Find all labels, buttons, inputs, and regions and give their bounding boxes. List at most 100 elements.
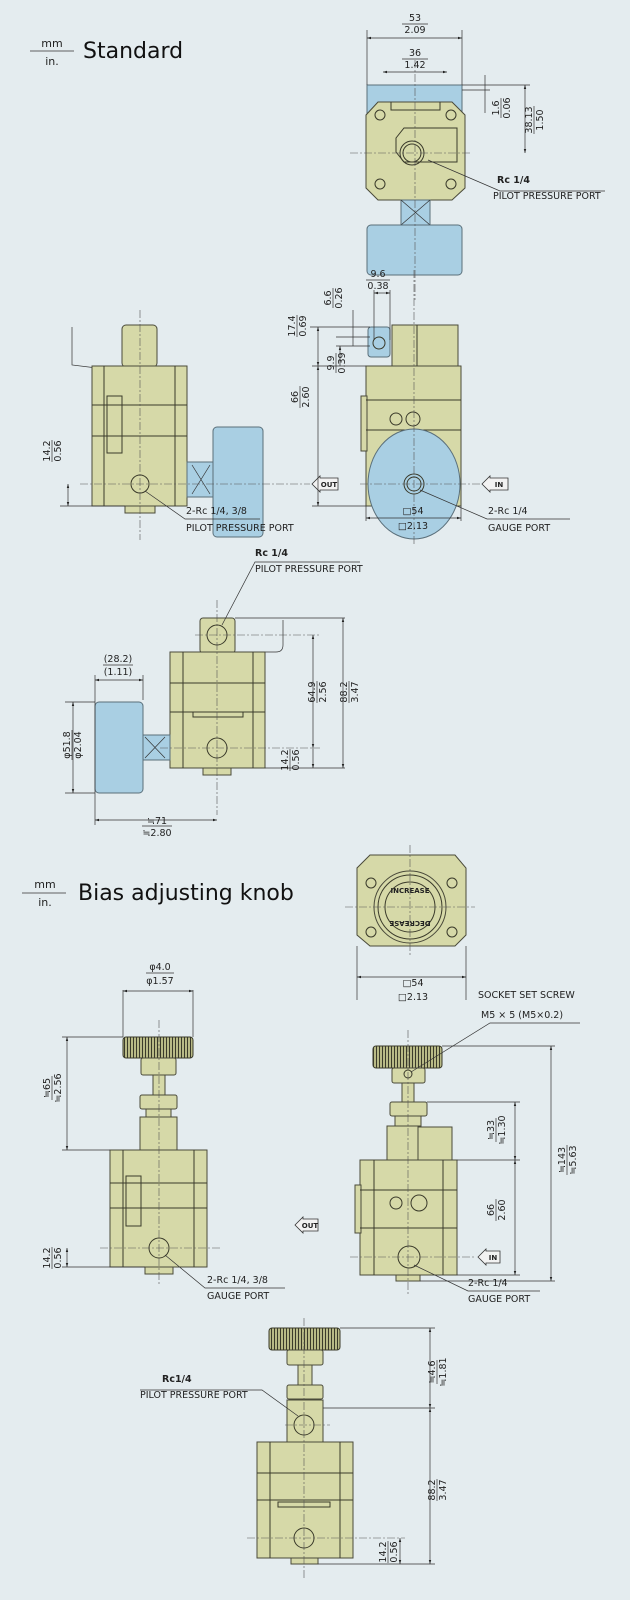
dim-14-2-in: 0.56 [53,1247,64,1268]
dim-66-mm: 66 [290,391,301,403]
screw-label: SOCKET SET SCREW [478,990,575,1001]
dim-64-9-mm: 64.9 [307,681,318,702]
dim-88-2-mm: 88.2 [339,681,350,702]
dim-17-4-in: 0.69 [298,315,309,336]
port-label: PILOT PRESSURE PORT [255,564,363,575]
dim-143-mm: ≒143 [557,1147,568,1173]
port-label: GAUGE PORT [488,523,550,534]
in-label: IN [495,481,504,489]
dim-38-13-in: 1.50 [535,109,546,130]
dim-knob-dia-mm: φ4.0 [149,962,170,973]
dim-14-2-mm: 14.2 [280,749,291,770]
port-size-label: 2-Rc 1/4, 3/8 [207,1275,268,1286]
unit-in: in. [38,896,52,909]
dim-46-in: ≒1.81 [438,1357,449,1386]
dim-14-2-mm: 14.2 [42,1247,53,1268]
standard-right-view: OUT IN 9.6 0.38 6.6 0.26 17.4 0.69 9.9 [287,269,570,545]
port-label: PILOT PRESSURE PORT [140,1390,248,1401]
port-label: GAUGE PORT [468,1294,530,1305]
dim-88-2-in: 3.47 [438,1479,449,1500]
dim-88-2-mm: 88.2 [427,1479,438,1500]
unit-in: in. [45,55,59,68]
dim-1-6-in: 0.06 [502,97,513,118]
dim-88-2-in: 3.47 [350,681,361,702]
body-octagon [365,101,466,201]
port-label: GAUGE PORT [207,1291,269,1302]
dim-66-in: 2.60 [497,1199,508,1220]
standard-heading: mm in. Standard [30,37,183,68]
out-label: OUT [321,481,338,489]
dim-33-in: ≒1.30 [497,1115,508,1144]
dim-28-2-in: (1.11) [104,667,133,678]
dim-143-in: ≒5.63 [568,1145,579,1174]
dim-46-mm: ≒4.6 [427,1360,438,1383]
standard-side-view: 14.2 0.56 2-Rc 1/4, 3/8 PILOT PRESSURE P… [42,310,310,540]
dim-53-mm: 53 [409,13,421,24]
connector [186,461,214,498]
dim-square-54-in: □2.13 [398,992,428,1003]
port-size-label: 2-Rc 1/4 [488,506,528,517]
port-size-label: Rc 1/4 [255,548,288,559]
dim-14-2-mm: 14.2 [378,1541,389,1562]
dim-6-6-in: 0.26 [334,287,345,308]
bias-front-view: Rc1/4 PILOT PRESSURE PORT ≒4.6 ≒1.81 88.… [140,1318,449,1580]
gauge [212,426,264,538]
dim-33-mm: ≒33 [486,1120,497,1140]
top-block [391,324,459,368]
dim-66-mm: 66 [486,1204,497,1216]
dim-38-13-mm: 38.13 [524,106,535,133]
dim-65-in: ≒2.56 [53,1073,64,1102]
mounting-tab [367,326,391,358]
standard-front-view: Rc 1/4 PILOT PRESSURE PORT (28.2) (1.11)… [62,548,363,839]
section-title-standard: Standard [83,39,183,64]
dim-6-6-mm: 6.6 [323,290,334,305]
dim-66-in: 2.60 [301,386,312,407]
dim-9-9-in: 0.39 [337,352,348,373]
dim-knob-dia-in: φ1.57 [146,976,173,987]
standard-top-view: 53 2.09 36 1.42 1.6 0.06 38.13 1.50 Rc 1… [350,13,605,300]
in-arrow-icon: IN [481,475,509,493]
dim-28-2-mm: (28.2) [104,654,133,665]
gauge [94,701,144,794]
gauge-side [366,224,463,276]
knob[interactable] [122,1036,194,1059]
knob[interactable] [268,1327,341,1351]
dim-14-2-in: 0.56 [291,749,302,770]
bias-left-view: φ4.0 φ1.57 ≒65 ≒2.56 14.2 0.56 OUT 2-Rc … [42,962,318,1302]
dim-71-in: ≒2.80 [142,828,171,839]
port-size-label: Rc1/4 [162,1374,192,1385]
dim-14-2-in: 0.56 [53,440,64,461]
port-size-label: 2-Rc 1/4 [468,1278,508,1289]
section-title-bias: Bias adjusting knob [78,881,294,906]
port-size-label: Rc 1/4 [497,175,530,186]
dim-square-54-in: □2.13 [398,521,428,532]
body [169,651,266,769]
out-arrow-icon: OUT [311,475,339,493]
dim-71-mm: ≒71 [147,816,167,827]
in-label: IN [489,1254,498,1262]
in-arrow-icon: IN [477,1248,501,1266]
dim-53-in: 2.09 [404,25,425,36]
screw-size: M5 × 5 (M5×0.2) [481,1010,563,1021]
dim-64-9-in: 2.56 [318,681,329,702]
dim-17-4-mm: 17.4 [287,315,298,336]
knob[interactable] [372,1045,443,1069]
dim-9-9-mm: 9.9 [326,355,337,370]
unit-mm: mm [41,37,62,50]
dim-9-6-mm: 9.6 [370,269,385,280]
top-neck [121,324,158,368]
unit-mm: mm [34,878,55,891]
port-label: PILOT PRESSURE PORT [186,523,294,534]
bias-top-view: INCREASE DECREASE □54 □2.13 [345,845,475,1003]
dim-51-8-mm: φ51.8 [62,731,73,758]
dim-14-2-mm: 14.2 [42,440,53,461]
dim-36-mm: 36 [409,48,421,59]
bias-heading: mm in. Bias adjusting knob [22,878,294,909]
dim-9-6-in: 0.38 [367,281,388,292]
dim-1-6-mm: 1.6 [491,100,502,115]
dim-square-54-mm: □54 [402,506,423,517]
dim-51-8-in: φ2.04 [73,731,84,758]
dim-14-2-in: 0.56 [389,1541,400,1562]
bias-right-view: IN SOCKET SET SCREW M5 × 5 (M5×0.2) ≒33 … [350,990,580,1305]
